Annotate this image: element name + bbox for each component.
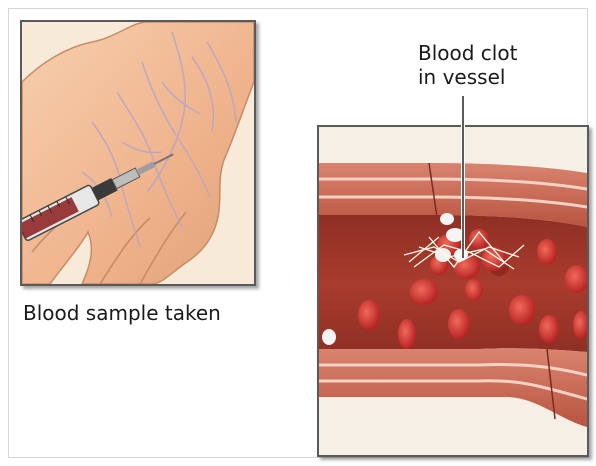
red-cell bbox=[358, 300, 380, 330]
red-cell bbox=[448, 309, 470, 339]
platelet bbox=[440, 213, 454, 225]
platelet bbox=[446, 228, 464, 242]
vessel-panel bbox=[317, 125, 589, 457]
platelet bbox=[322, 329, 336, 345]
blood-clot-caption: Blood clot in vessel bbox=[418, 41, 517, 89]
hand-panel bbox=[20, 20, 256, 286]
blood-clot-caption-line1: Blood clot bbox=[418, 41, 517, 65]
red-cell bbox=[410, 279, 438, 305]
red-cell bbox=[398, 319, 416, 349]
red-cell bbox=[539, 315, 559, 343]
red-cell bbox=[509, 295, 535, 325]
blood-vessel-illustration bbox=[319, 127, 587, 455]
hand-illustration bbox=[22, 22, 254, 284]
blood-sample-caption: Blood sample taken bbox=[23, 301, 221, 325]
red-cell bbox=[537, 239, 557, 265]
blood-clot-caption-line2: in vessel bbox=[418, 65, 517, 89]
red-cell bbox=[465, 279, 483, 301]
